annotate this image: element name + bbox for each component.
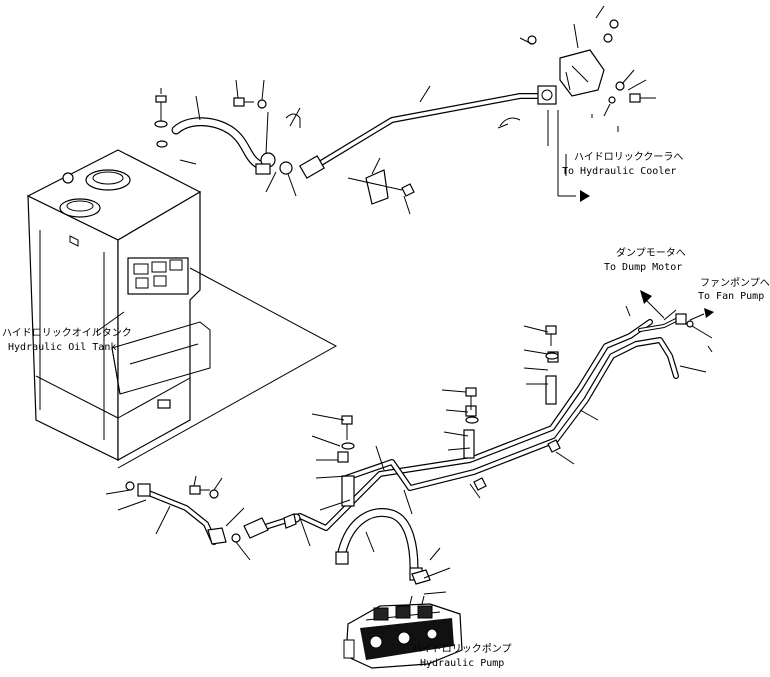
hydraulic-cooler-label-en: To Hydraulic Cooler: [562, 166, 676, 177]
hydraulic-cooler-label-ja: ハイドロリッククーラへ: [574, 151, 683, 163]
fan-pump-label-en: To Fan Pump: [698, 291, 764, 302]
to-dump-motor-arrow: [640, 290, 665, 319]
upper-leaders: [160, 5, 647, 215]
fan-pump-label-ja: ファンポンプへ: [700, 277, 770, 289]
detail-leader: [117, 267, 338, 469]
hydraulic-pump-label-en: Hydraulic Pump: [420, 658, 504, 669]
hydraulic-oil-tank-label-ja: ハイドロリックオイルタンク: [2, 327, 132, 339]
upper-return-line: [154, 19, 656, 205]
dump-motor-label-en: To Dump Motor: [604, 262, 682, 273]
to-hydraulic-cooler-arrow: [557, 110, 590, 202]
hydraulic-pump: [343, 595, 463, 669]
hydraulic-oil-tank-label-en: Hydraulic Oil Tank: [8, 342, 116, 353]
to-fan-pump-arrow: [689, 308, 714, 321]
tank-label-leader: [95, 311, 125, 333]
dump-motor-label-ja: ダンプモータへ: [616, 246, 686, 259]
hydraulic-oil-tank: [26, 149, 211, 462]
hydraulic-pump-label-ja: ハイドロリックポンプ: [412, 643, 512, 655]
lower-piping: [125, 313, 694, 585]
lower-leaders: [105, 305, 713, 595]
